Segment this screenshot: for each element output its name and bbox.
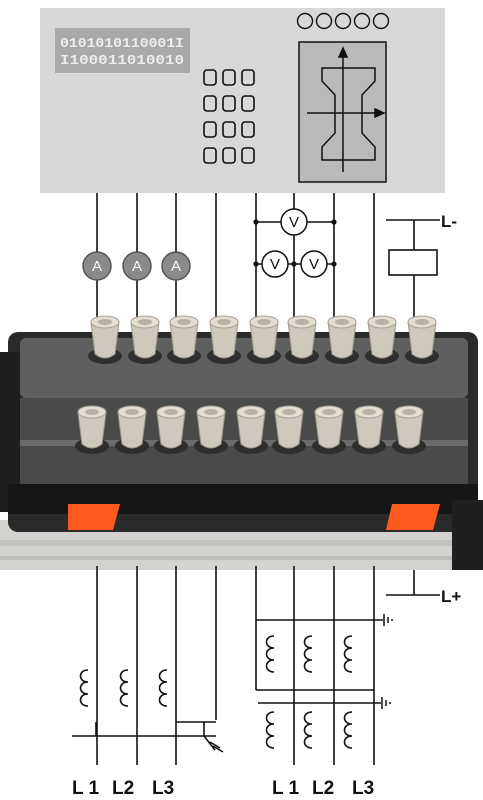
ground-icon-1 (379, 614, 393, 626)
terminal-post (352, 405, 386, 454)
terminal-post (392, 405, 426, 454)
voltmeter-right: V (300, 250, 328, 278)
supply-positive-label: L+ (441, 587, 461, 606)
keypad-key (222, 69, 236, 86)
terminal-posts-top (88, 315, 439, 364)
indicator-led (353, 12, 371, 30)
phase-right-2: L2 (312, 778, 334, 799)
supply-negative-label: L- (441, 212, 457, 231)
keypad-key (241, 147, 255, 164)
instrument-transformers (79, 635, 353, 749)
indicator-led (296, 12, 314, 30)
terminal-post (167, 315, 201, 364)
terminal-post (272, 405, 306, 454)
terminal-post (285, 315, 319, 364)
coil-winding (265, 635, 275, 673)
keypad-key (203, 147, 217, 164)
svg-text:A: A (92, 258, 102, 275)
indicator-led (315, 12, 333, 30)
relay-coil (388, 249, 438, 276)
terminal-post (365, 315, 399, 364)
ammeter-1: A (82, 251, 112, 281)
terminal-post (115, 405, 149, 454)
hysteresis-display (298, 41, 387, 183)
terminal-post (247, 315, 281, 364)
keypad-key (241, 95, 255, 112)
ground-icon-2 (374, 697, 391, 709)
terminal-post (234, 405, 268, 454)
coil-winding (343, 711, 353, 749)
terminal-post (75, 405, 109, 454)
keypad-key (241, 121, 255, 138)
coil-winding (343, 635, 353, 673)
terminal-post (154, 405, 188, 454)
keypad (203, 69, 255, 164)
phase-left-2: L2 (112, 778, 134, 799)
coil-winding (119, 669, 129, 707)
terminal-post (325, 315, 359, 364)
keypad-key (222, 95, 236, 112)
svg-text:V: V (289, 214, 299, 231)
coil-winding (79, 669, 89, 707)
voltmeter-top: V (280, 208, 308, 236)
keypad-key (222, 147, 236, 164)
ammeter-2: A (122, 251, 152, 281)
terminal-post (312, 405, 346, 454)
terminal-post (194, 405, 228, 454)
svg-text:A: A (132, 258, 142, 275)
indicator-led (334, 12, 352, 30)
svg-text:V: V (270, 256, 280, 273)
keypad-key (222, 121, 236, 138)
binary-display (55, 28, 190, 73)
binary-line-2: I100011010010 (60, 53, 184, 69)
keypad-key (241, 69, 255, 86)
keypad-key (203, 69, 217, 86)
svg-text:A: A (171, 258, 181, 275)
terminal-post (88, 315, 122, 364)
phase-right-1: L 1 (272, 778, 300, 799)
phase-right-3: L3 (352, 778, 374, 799)
latch-left (68, 504, 120, 530)
phase-left-3: L3 (152, 778, 174, 799)
ammeter-3: A (161, 251, 191, 281)
coil-winding (158, 669, 168, 707)
voltmeter-left: V (261, 250, 289, 278)
hysteresis-axes-icon (307, 46, 386, 172)
terminal-post (128, 315, 162, 364)
terminal-post (405, 315, 439, 364)
keypad-key (203, 95, 217, 112)
junction-dots (253, 219, 337, 267)
indicator-led (372, 12, 390, 30)
binary-line-1: 0101010110001I (60, 36, 184, 52)
keypad-key (203, 121, 217, 138)
terminal-post (207, 315, 241, 364)
svg-text:V: V (309, 256, 319, 273)
latch-right (386, 504, 440, 530)
phase-left-1: L 1 (72, 778, 100, 799)
lower-wiring (72, 566, 440, 765)
indicator-leds (296, 12, 390, 30)
coil-winding (303, 635, 313, 673)
coil-winding (303, 711, 313, 749)
coil-winding (265, 711, 275, 749)
terminal-posts-bottom (75, 405, 426, 454)
